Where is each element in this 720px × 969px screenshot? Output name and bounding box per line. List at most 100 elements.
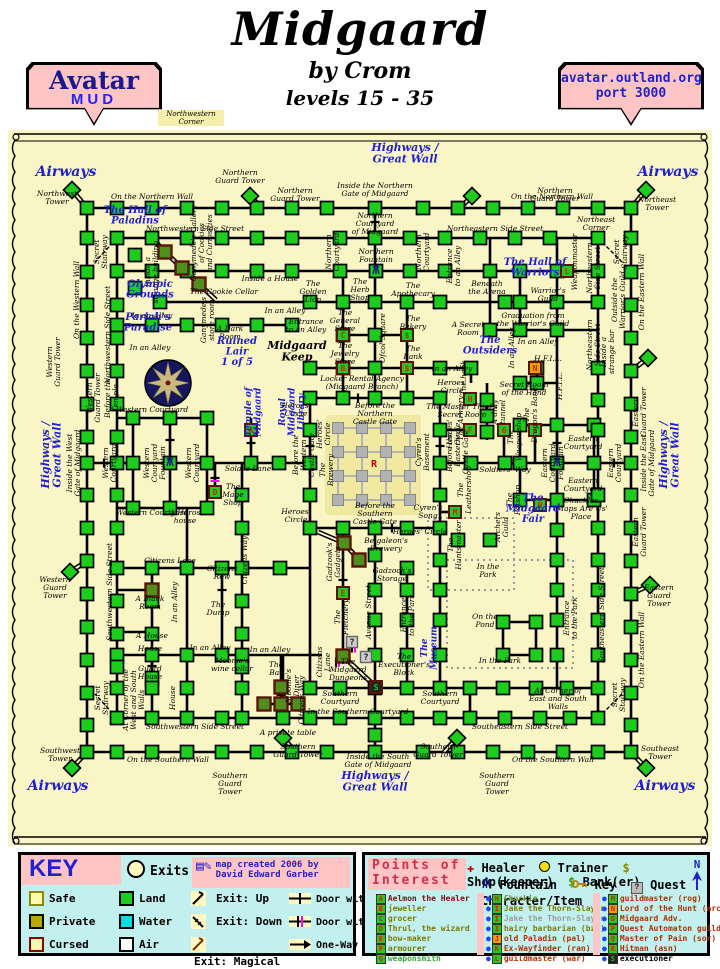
- room: [590, 710, 606, 726]
- room: [432, 647, 448, 663]
- room: [335, 390, 351, 406]
- tower-room: [240, 186, 260, 206]
- room: [590, 422, 606, 438]
- keep-room: [356, 494, 368, 506]
- area-label: Highways /Great Wall: [340, 769, 409, 794]
- room: [125, 410, 141, 426]
- street-label: Northwestern Side Street: [103, 285, 112, 385]
- poi-letter-badge: G: [375, 954, 386, 964]
- fountain-icon: [372, 264, 380, 275]
- room: [302, 487, 318, 503]
- room: [127, 280, 143, 296]
- room: [402, 230, 418, 246]
- parchment-corner-curl: [12, 133, 20, 141]
- tower-room: [636, 758, 656, 778]
- room: [367, 230, 383, 246]
- room: [234, 710, 250, 726]
- room: [432, 294, 448, 310]
- room: [214, 230, 230, 246]
- street-label: Entranceto the Park: [562, 597, 579, 639]
- room: [302, 455, 318, 471]
- server-port: port 3000: [595, 86, 667, 101]
- street-label: Weaponmaster: [570, 233, 579, 290]
- room: [432, 422, 448, 438]
- room: [234, 659, 250, 675]
- room: [319, 744, 335, 760]
- poi-room: [497, 423, 511, 437]
- room: [432, 612, 448, 628]
- parchment-corner-curl: [12, 837, 20, 845]
- keep-room: [380, 494, 392, 506]
- street-label: In an Alley: [131, 311, 174, 320]
- quest-icon: ?: [630, 878, 643, 894]
- room: [144, 263, 160, 279]
- room: [479, 424, 495, 440]
- room: [79, 685, 95, 701]
- poi-room: [369, 680, 383, 694]
- room: [399, 710, 415, 726]
- poi-letter-badge: L: [491, 954, 502, 964]
- street-label: Southeastern Side Street: [472, 722, 569, 731]
- street-label: Before theWesternCastle Gate: [291, 432, 316, 477]
- dark-room: [336, 535, 352, 551]
- street-label: Ganymede'sstore room: [199, 297, 216, 343]
- room: [302, 360, 318, 376]
- room: [302, 520, 318, 536]
- poi-column-separator: [477, 893, 484, 955]
- room: [532, 710, 548, 726]
- room: [109, 487, 125, 503]
- room: [432, 680, 448, 696]
- svg-text:N: N: [694, 858, 701, 871]
- room: [109, 659, 125, 675]
- poi-letter-badge: I: [491, 904, 502, 914]
- room: [249, 230, 265, 246]
- area-label: Highways /Great Wall: [370, 141, 439, 166]
- poi-room: [533, 498, 547, 512]
- scroll-quill-icon: ▤✎: [196, 859, 212, 874]
- room: [284, 230, 300, 246]
- street-label: WesternGuard Tower: [85, 373, 102, 423]
- poi-room: [463, 423, 477, 437]
- room: [463, 360, 479, 376]
- room: [512, 294, 528, 310]
- street-label: On the Southern Wall: [512, 755, 595, 764]
- keep-room: [380, 422, 392, 434]
- poi-letter-badge: A: [375, 894, 386, 904]
- fountain-icon: [553, 456, 561, 467]
- room: [109, 330, 125, 346]
- room: [79, 330, 95, 346]
- room: [482, 532, 498, 548]
- room: [109, 744, 125, 760]
- keep-hitman-marker: R: [371, 459, 378, 470]
- street-label: Soldiers' Way: [479, 465, 531, 474]
- room: [332, 230, 348, 246]
- poi-room: [336, 328, 350, 342]
- street-label: The Armory: [456, 395, 465, 441]
- area-label: TheMuseum: [420, 626, 440, 670]
- room: [234, 520, 250, 536]
- server-host: avatar.outland.org: [561, 71, 702, 86]
- room: [590, 230, 606, 246]
- room: [367, 744, 383, 760]
- dark-room: [157, 244, 173, 260]
- room: [367, 390, 383, 406]
- room: [179, 317, 195, 333]
- poi-room: [528, 423, 542, 437]
- street-label: In an Alley: [431, 364, 474, 373]
- area-label: Airways: [26, 778, 89, 794]
- room: [590, 392, 606, 408]
- room: [284, 317, 300, 333]
- street-label: WesternGuard Tower: [45, 337, 62, 387]
